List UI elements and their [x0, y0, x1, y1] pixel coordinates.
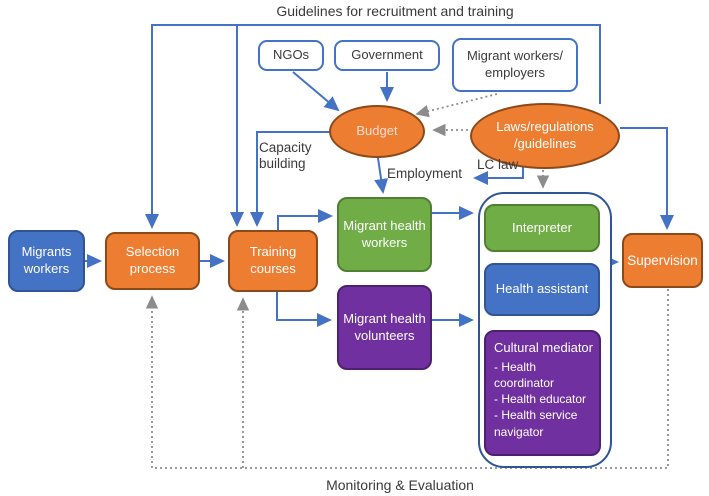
- budget-label: Budget: [356, 123, 398, 139]
- edge-budget-to-training-capacity: [250, 131, 330, 227]
- migrant-health-workers-box: Migrant health workers: [337, 197, 432, 272]
- ngos-box: NGOs: [258, 40, 324, 71]
- government-label: Government: [351, 47, 423, 63]
- lc-law-label: LC law: [477, 157, 519, 172]
- diagram-title: Guidelines for recruitment and training: [276, 3, 514, 19]
- cultural-mediator-item: - Health service navigator: [494, 408, 578, 439]
- migrants-workers-label: Migrants workers: [21, 244, 72, 276]
- migrant-health-volunteers-box: Migrant health volunteers: [337, 285, 432, 370]
- health-assistant-label: Health assistant: [495, 281, 589, 297]
- edge-budget-to-health-workers-employment: [374, 157, 389, 194]
- edge-training-to-health-volunteers: [276, 292, 332, 327]
- cultural-mediator-item: - Health educator: [494, 392, 587, 407]
- laws-regulations-label: Laws/regulations /guidelines: [496, 119, 594, 151]
- edge-laws-to-supervision: [620, 127, 674, 230]
- capacity-building-label: Capacity building: [259, 140, 312, 172]
- edge-training-to-health-workers: [277, 209, 333, 230]
- supervision-box: Supervision: [622, 233, 703, 288]
- budget-ellipse: Budget: [329, 105, 425, 158]
- migrant-health-workers-label: Migrant health workers: [343, 217, 426, 250]
- edge-laws-lc-law: [473, 164, 524, 185]
- training-courses-label: Training courses: [249, 244, 297, 276]
- laws-regulations-ellipse: Laws/regulations /guidelines: [470, 103, 620, 169]
- selection-process-box: Selection process: [105, 232, 200, 290]
- interpreter-box: Interpreter: [484, 204, 600, 252]
- cultural-mediator-box: Cultural mediator - Health coordinator -…: [484, 330, 601, 456]
- migrant-health-volunteers-label: Migrant health volunteers: [343, 310, 426, 343]
- migrants-workers-box: Migrants workers: [8, 230, 85, 292]
- interpreter-label: Interpreter: [512, 219, 572, 235]
- edge-monitoring-feedback-selection: [145, 289, 669, 469]
- cultural-mediator-item: - Health coordinator: [494, 359, 555, 391]
- selection-process-label: Selection process: [125, 244, 180, 276]
- training-courses-box: Training courses: [228, 230, 318, 292]
- ngos-label: NGOs: [272, 47, 310, 63]
- migrant-workers-employers-box: Migrant workers/ employers: [452, 38, 578, 92]
- government-box: Government: [334, 40, 440, 71]
- migrant-workers-employers-label: Migrant workers/ employers: [466, 48, 564, 80]
- employment-label: Employment: [387, 166, 463, 181]
- monitoring-evaluation-label: Monitoring & Evaluation: [326, 477, 474, 493]
- health-assistant-box: Health assistant: [484, 263, 600, 316]
- edge-laws-to-selection-guidelines: [145, 24, 601, 229]
- cultural-mediator-title: Cultural mediator: [494, 340, 593, 355]
- edge-ngos-to-budget: [292, 71, 340, 112]
- edge-employers-to-budget-dotted: [415, 93, 498, 118]
- supervision-label: Supervision: [627, 252, 698, 268]
